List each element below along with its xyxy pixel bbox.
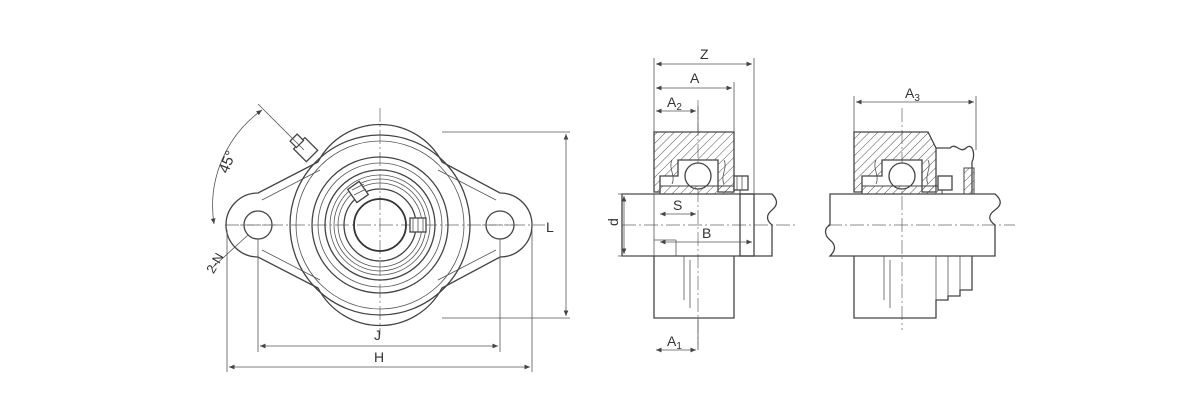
cover-housing-top-section	[853, 131, 937, 193]
S-label: S	[673, 197, 682, 213]
set-screw-top	[346, 180, 370, 204]
cover-inner-ring-section	[861, 185, 943, 195]
B-label: B	[702, 225, 711, 241]
H-label: H	[374, 349, 384, 365]
cover-section-view: A3	[824, 85, 1015, 330]
housing-top-section	[653, 131, 735, 193]
housing-ring-2	[295, 140, 465, 310]
L-label: L	[546, 219, 554, 235]
angle-label: 45°	[216, 148, 240, 175]
ball	[684, 162, 712, 190]
inner-ring-section	[659, 185, 741, 195]
angle-dimension-arc	[210, 109, 263, 225]
cover-cap	[936, 145, 975, 194]
housing-ring-4	[317, 162, 443, 288]
d-label: d	[605, 218, 621, 226]
housing-lower-body	[653, 256, 735, 319]
A3-label: A3	[905, 85, 920, 104]
shaft	[621, 193, 778, 257]
bearing-seal-ring-1	[329, 174, 431, 276]
holes-leader	[211, 234, 249, 269]
side-section-view: Z A A2 S B d A1	[605, 46, 795, 353]
housing-ring-3	[311, 156, 449, 294]
shaft-bore	[353, 198, 407, 252]
bearing-outer-ring	[324, 169, 436, 281]
side-set-screw	[733, 175, 749, 191]
Z-label: Z	[700, 46, 709, 62]
cover-ball	[888, 162, 916, 190]
flange-inner-outline	[261, 169, 497, 281]
A2-label: A2	[667, 94, 682, 113]
grease-fitting	[289, 133, 319, 163]
holes-label: 2-N	[203, 250, 226, 276]
housing-outer-ring	[289, 134, 471, 316]
cover-set-screw	[937, 175, 953, 191]
cover-shaft	[824, 193, 1001, 257]
A1-label: A1	[667, 333, 682, 352]
cover-lower-body	[853, 256, 973, 319]
J-label: J	[374, 327, 381, 343]
A-label: A	[690, 70, 700, 86]
front-view: 45° 2-N L J H	[203, 103, 570, 372]
cover-seal-section	[963, 167, 975, 195]
